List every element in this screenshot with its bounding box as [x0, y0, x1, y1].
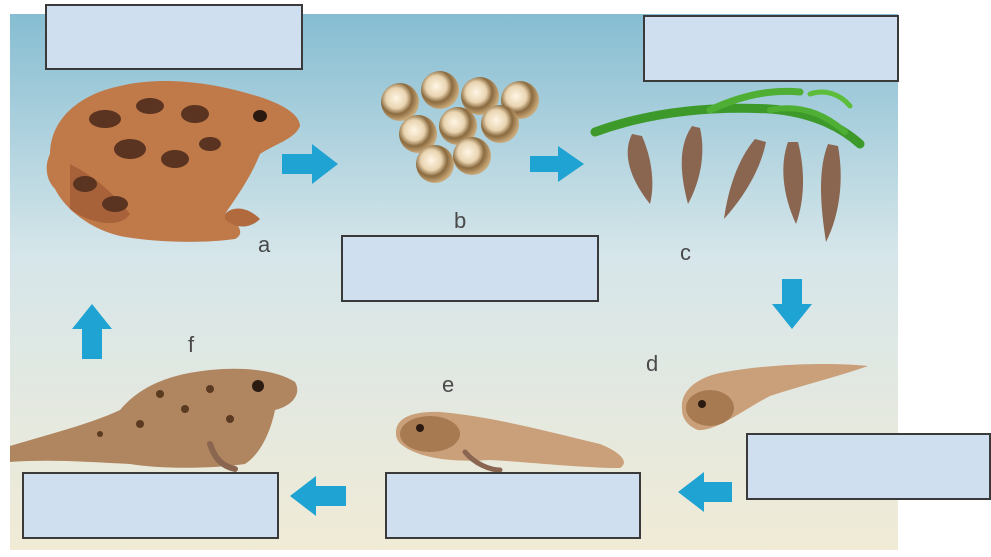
stage-letter-c: c: [680, 240, 691, 265]
stage-letter-b: b: [454, 208, 466, 233]
label-box-f[interactable]: [22, 472, 279, 539]
label-box-c[interactable]: [643, 15, 899, 82]
label-box-a[interactable]: [45, 4, 303, 70]
stage-letter-e: e: [442, 372, 454, 397]
label-box-e[interactable]: [385, 472, 641, 539]
stage-letter-d: d: [646, 351, 658, 376]
label-box-b[interactable]: [341, 235, 599, 302]
label-box-d[interactable]: [746, 433, 991, 500]
stage-letter-a: a: [258, 232, 271, 257]
stage-letter-f: f: [188, 332, 195, 357]
